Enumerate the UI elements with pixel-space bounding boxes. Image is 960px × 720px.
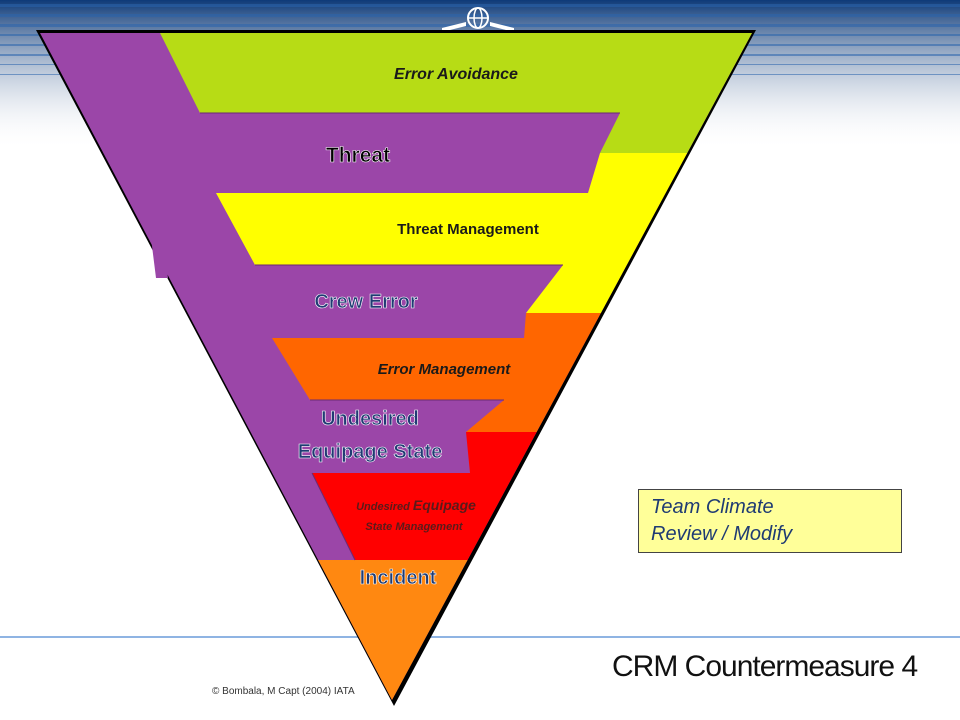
callout-line1: Team Climate <box>651 496 774 518</box>
globe-logo-icon <box>442 7 514 32</box>
label-error-management: Error Management <box>378 361 512 378</box>
funnel-side-wedge <box>150 230 168 278</box>
label-ues-management-line1: Undesired Equipage <box>356 497 476 513</box>
label-crew-error: Crew Error <box>314 291 418 313</box>
band-error-avoidance <box>160 33 752 153</box>
label-threat: Threat <box>326 144 390 167</box>
label-ues-management-line2: State Management <box>365 521 464 533</box>
label-undesired-state-line1: Undesired <box>321 408 419 430</box>
label-error-avoidance: Error Avoidance <box>394 66 518 83</box>
slide-title: CRM Countermeasure 4 <box>612 650 918 683</box>
label-threat-management: Threat Management <box>397 221 539 238</box>
label-ues-management-small: Undesired <box>356 501 413 513</box>
label-incident: Incident <box>360 567 437 589</box>
label-ues-management-big: Equipage <box>413 497 476 513</box>
callout-line2: Review / Modify <box>651 523 793 545</box>
team-climate-callout: Team Climate Review / Modify <box>638 489 902 553</box>
copyright-notice: © Bombala, M Capt (2004) IATA <box>212 686 355 697</box>
footer-rule <box>0 636 960 638</box>
label-undesired-state-line2: Equipage State <box>298 441 442 463</box>
